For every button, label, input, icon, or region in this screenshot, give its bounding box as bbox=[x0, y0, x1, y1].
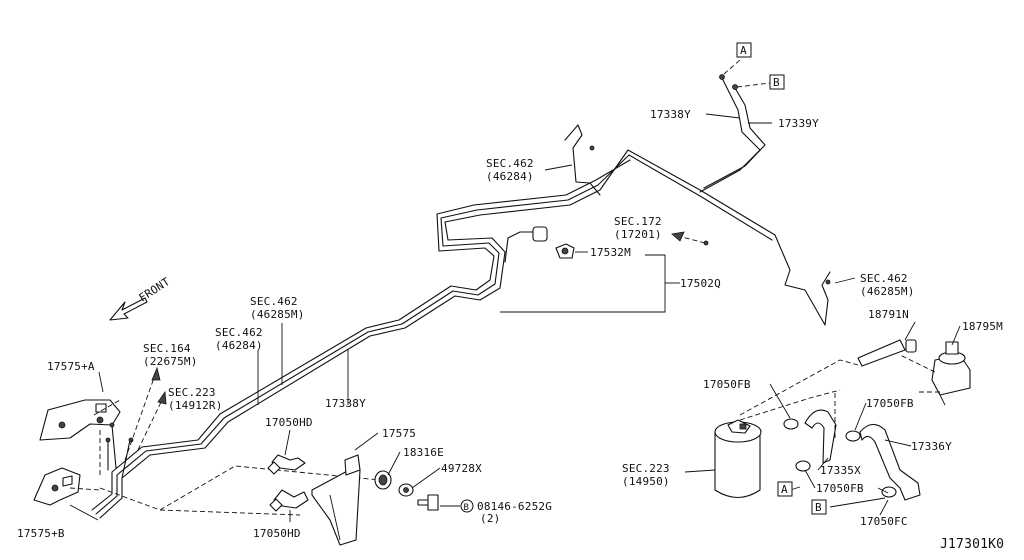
label-sec172-sub: (17201) bbox=[614, 228, 662, 241]
ref-a-top: A bbox=[740, 44, 747, 57]
label-sec223-left-sub: (14912R) bbox=[168, 399, 223, 412]
label-sec164-sub: (22675M) bbox=[143, 355, 198, 368]
ref-b-top: B bbox=[773, 76, 780, 89]
label-17338y-top: 17338Y bbox=[650, 108, 691, 121]
label-17050hd-top: 17050HD bbox=[265, 416, 313, 429]
ref-box-a-top bbox=[736, 42, 752, 58]
label-17575b: 17575+B bbox=[17, 527, 65, 540]
label-sec462-mid1-sub: (46285M) bbox=[250, 308, 305, 321]
label-08146-qty: (2) bbox=[480, 512, 500, 525]
label-08146: 08146-6252G bbox=[477, 500, 552, 513]
label-49728x: 49728X bbox=[441, 462, 482, 475]
label-17335x: 17335X bbox=[820, 464, 861, 477]
clip-49728x bbox=[398, 483, 414, 497]
label-18316e: 18316E bbox=[403, 446, 444, 459]
hose-connector-17532m bbox=[504, 226, 575, 263]
sec462-right-cutline bbox=[774, 234, 831, 326]
pipe-end-b bbox=[732, 84, 738, 90]
bolt-08146 bbox=[417, 494, 439, 511]
front-arrow bbox=[109, 297, 148, 321]
label-17050fb-2: 17050FB bbox=[866, 397, 914, 410]
grommet-18316e bbox=[374, 470, 392, 490]
label-17532m: 17532M bbox=[590, 246, 631, 259]
label-17502q: 17502Q bbox=[680, 277, 721, 290]
front-label: FRONT bbox=[137, 275, 173, 305]
label-18795m: 18795M bbox=[962, 320, 1003, 333]
hose-18791n bbox=[857, 339, 906, 367]
label-sec462-mid2: SEC.462 bbox=[215, 326, 263, 339]
bolt-mark-circle bbox=[460, 499, 474, 513]
main-pipe-bundle bbox=[91, 149, 776, 519]
label-17050fb-3: 17050FB bbox=[816, 482, 864, 495]
label-sec462-mid1: SEC.462 bbox=[250, 295, 298, 308]
label-sec462-right: SEC.462 bbox=[860, 272, 908, 285]
label-sec223-right: SEC.223 bbox=[622, 462, 670, 475]
hose-17336y bbox=[859, 423, 921, 501]
ref-box-b-bottom bbox=[811, 499, 827, 515]
vent-valve-18795m bbox=[931, 341, 971, 406]
ref-box-b-top bbox=[769, 74, 785, 90]
sec462-top-cutline bbox=[564, 124, 601, 196]
label-sec462-top-sub: (46284) bbox=[486, 170, 534, 183]
label-17575a: 17575+A bbox=[47, 360, 95, 373]
ref-b-bottom: B bbox=[815, 501, 822, 514]
label-sec462-top: SEC.462 bbox=[486, 157, 534, 170]
clip-17050hd-top bbox=[267, 454, 306, 475]
sec172-arrow bbox=[671, 231, 685, 242]
label-18791n: 18791N bbox=[868, 308, 909, 321]
diagram-id: J17301K0 bbox=[940, 537, 1004, 552]
label-sec223-left: SEC.223 bbox=[168, 386, 216, 399]
leader-lines bbox=[69, 113, 961, 522]
bracket-17575a bbox=[39, 399, 121, 441]
ref-box-a-bottom bbox=[777, 481, 793, 497]
leader-17502q bbox=[500, 254, 666, 313]
sec462-right-dot bbox=[825, 279, 831, 285]
sec462-top-dot bbox=[589, 145, 595, 151]
label-17336y: 17336Y bbox=[911, 440, 952, 453]
label-17338y-mid: 17338Y bbox=[325, 397, 366, 410]
label-17050fc: 17050FC bbox=[860, 515, 908, 528]
label-sec164: SEC.164 bbox=[143, 342, 191, 355]
label-17339y: 17339Y bbox=[778, 117, 819, 130]
label-sec462-right-sub: (46285M) bbox=[860, 285, 915, 298]
label-sec462-mid2-sub: (46284) bbox=[215, 339, 263, 352]
label-17575: 17575 bbox=[382, 427, 416, 440]
label-sec223-right-sub: (14950) bbox=[622, 475, 670, 488]
hose-17335x bbox=[804, 409, 837, 464]
label-bolt-mark: B bbox=[464, 503, 470, 513]
label-17050hd-bottom: 17050HD bbox=[253, 527, 301, 540]
label-17050fb-1: 17050FB bbox=[703, 378, 751, 391]
label-sec172: SEC.172 bbox=[614, 215, 662, 228]
clip-17050hd-bottom bbox=[269, 489, 309, 512]
pipe-end-a bbox=[719, 74, 725, 80]
canister-sec223 bbox=[714, 419, 762, 499]
ref-a-bottom: A bbox=[781, 483, 788, 496]
upper-right-pipe bbox=[699, 59, 771, 193]
bracket-17575b bbox=[33, 467, 81, 506]
bracket-17575 bbox=[311, 454, 361, 546]
